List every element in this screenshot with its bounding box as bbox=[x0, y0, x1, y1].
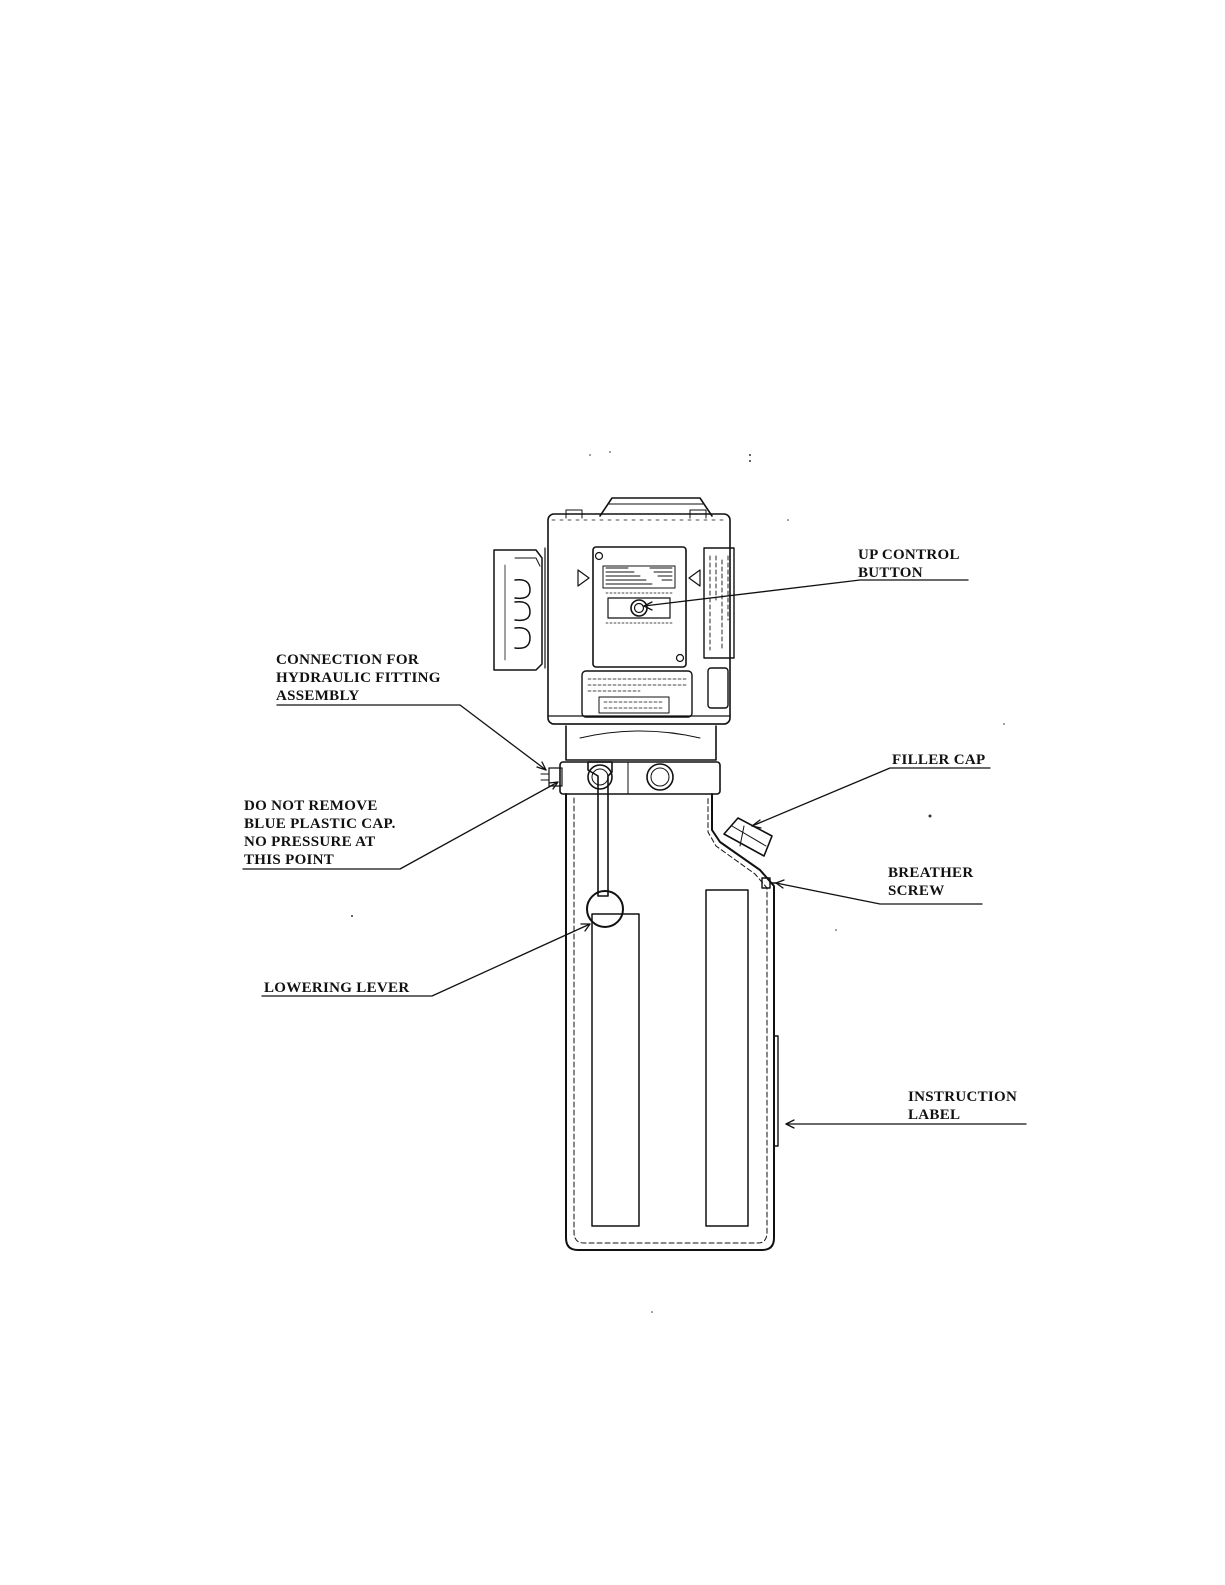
callout-line: BREATHER bbox=[888, 864, 973, 882]
electrical-connector-box bbox=[494, 550, 542, 670]
callout-line: HYDRAULIC FITTING bbox=[276, 669, 441, 687]
up-control-button-icon bbox=[631, 600, 647, 616]
callout-line: UP CONTROL bbox=[858, 546, 960, 564]
callout-line: SCREW bbox=[888, 882, 973, 900]
callout-line: DO NOT REMOVE bbox=[244, 797, 396, 815]
callout-blue-cap: DO NOT REMOVE BLUE PLASTIC CAP. NO PRESS… bbox=[244, 797, 396, 869]
motor-housing bbox=[545, 498, 730, 724]
callout-line: NO PRESSURE AT bbox=[244, 833, 396, 851]
callout-line: BUTTON bbox=[858, 564, 960, 582]
motor-label bbox=[582, 671, 692, 717]
callout-line: LOWERING LEVER bbox=[264, 979, 409, 997]
manifold-block bbox=[541, 726, 720, 794]
callout-line: CONNECTION FOR bbox=[276, 651, 441, 669]
callout-line: ASSEMBLY bbox=[276, 687, 441, 705]
callout-line: INSTRUCTION bbox=[908, 1088, 1017, 1106]
callout-connection-fitting: CONNECTION FOR HYDRAULIC FITTING ASSEMBL… bbox=[276, 651, 441, 705]
callout-line: FILLER CAP bbox=[892, 751, 985, 769]
callout-lowering-lever: LOWERING LEVER bbox=[264, 979, 409, 997]
callout-line: BLUE PLASTIC CAP. bbox=[244, 815, 396, 833]
callout-line: LABEL bbox=[908, 1106, 1017, 1124]
callout-instruction-label: INSTRUCTION LABEL bbox=[908, 1088, 1017, 1124]
callout-filler-cap: FILLER CAP bbox=[892, 751, 985, 769]
callout-line: THIS POINT bbox=[244, 851, 396, 869]
callout-breather-screw: BREATHER SCREW bbox=[888, 864, 973, 900]
callout-up-control-button: UP CONTROL BUTTON bbox=[858, 546, 960, 582]
control-panel bbox=[593, 547, 686, 667]
